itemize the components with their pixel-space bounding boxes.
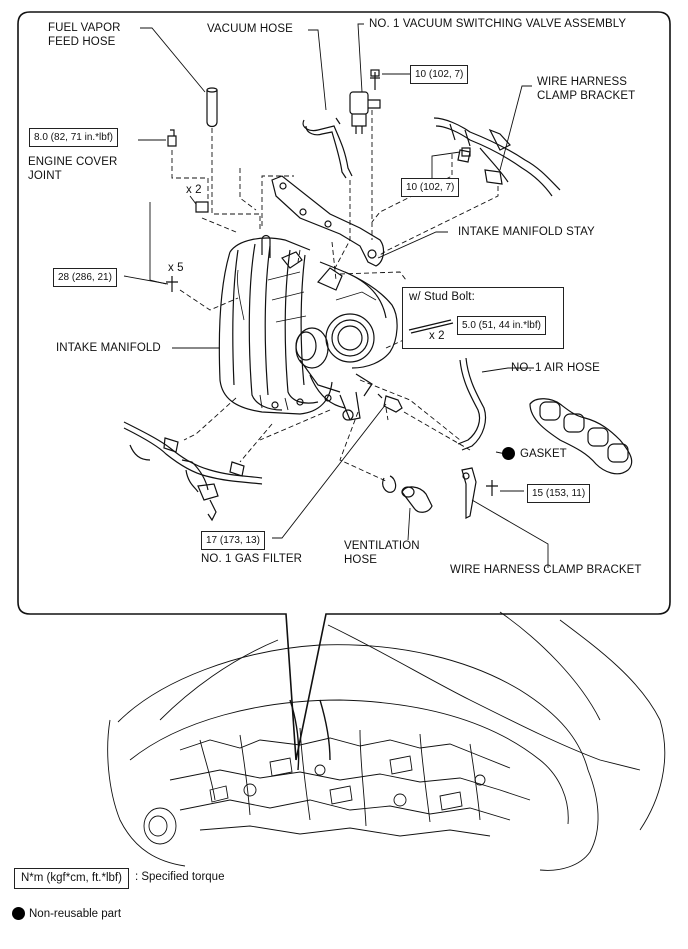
intake-manifold-stay-label: INTAKE MANIFOLD STAY xyxy=(458,226,595,238)
no1-air-hose-label: NO. 1 AIR HOSE xyxy=(511,362,600,374)
wire-harness-clamp-bracket-top-label: WIRE HARNESS CLAMP BRACKET xyxy=(537,76,636,102)
engine-cover-joint-label: ENGINE COVER JOINT xyxy=(28,156,118,182)
ventilation-hose-label: VENTILATION HOSE xyxy=(344,540,420,566)
intake-manifold-drawing xyxy=(218,234,398,421)
stud-bolt-label: w/ Stud Bolt: xyxy=(409,291,475,303)
qty-x2-top-label: x 2 xyxy=(186,184,202,196)
torque-manifold-bolts: 28 (286, 21) xyxy=(53,268,117,287)
non-reusable-legend-label: Non-reusable part xyxy=(29,907,122,920)
vacuum-hose-drawing xyxy=(302,117,353,179)
torque-legend-desc: : Specified torque xyxy=(134,870,225,883)
left-wire-harness-drawing xyxy=(123,421,263,522)
vsv-drawing xyxy=(349,69,381,134)
no1-gas-filter-label: NO. 1 GAS FILTER xyxy=(201,553,303,565)
torque-legend: N*m (kgf*cm, ft.*lbf) : Specified torque xyxy=(14,868,224,889)
torque-clamp-bracket-bottom: 15 (153, 11) xyxy=(527,484,591,503)
air-hose-drawing xyxy=(457,357,487,451)
bolts-drawing xyxy=(166,147,498,496)
torque-vsv: 10 (102, 7) xyxy=(410,65,469,84)
gasket-drawing xyxy=(529,398,633,475)
torque-stud-bolt: 5.0 (51, 44 in.*lbf) xyxy=(457,316,546,335)
torque-clamp-bracket-top: 10 (102, 7) xyxy=(401,178,460,197)
fuel-vapor-feed-hose-drawing xyxy=(206,87,218,128)
non-reusable-dot-icon xyxy=(502,447,515,460)
bottom-clamp-bracket-drawing xyxy=(461,467,477,519)
top-wire-harness-drawing xyxy=(433,117,561,197)
assembly-dashed-lines xyxy=(171,110,499,483)
wire-harness-clamp-bracket-bottom-label: WIRE HARNESS CLAMP BRACKET xyxy=(450,564,642,576)
torque-gas-filter: 17 (173, 13) xyxy=(201,531,265,550)
engine-bay-overview xyxy=(107,611,666,871)
torque-legend-unit: N*m (kgf*cm, ft.*lbf) xyxy=(14,868,129,889)
vacuum-hose-label: VACUUM HOSE xyxy=(207,23,293,35)
gas-filter-drawing xyxy=(377,393,403,413)
vsv-assembly-label: NO. 1 VACUUM SWITCHING VALVE ASSEMBLY xyxy=(369,18,627,30)
torque-engine-cover-joint: 8.0 (82, 71 in.*lbf) xyxy=(29,128,118,147)
stud-bolt-box: w/ Stud Bolt: x 2 5.0 (51, 44 in.*lbf) xyxy=(402,287,564,349)
stud-bolt-icon xyxy=(408,319,454,334)
qty-x5-label: x 5 xyxy=(168,262,184,274)
leader-lines xyxy=(123,23,549,568)
non-reusable-legend: Non-reusable part xyxy=(12,907,121,920)
gasket-label: GASKET xyxy=(520,447,567,460)
gasket-label-group: GASKET xyxy=(502,447,567,460)
intake-manifold-stay-drawing xyxy=(271,175,385,267)
callout-frame xyxy=(17,11,671,761)
engine-cover-joint-drawing xyxy=(167,129,177,147)
ventilation-hose-drawing xyxy=(382,475,433,513)
intake-manifold-label: INTAKE MANIFOLD xyxy=(56,342,161,354)
qty-x2-stud-label: x 2 xyxy=(429,330,445,342)
non-reusable-legend-dot-icon xyxy=(12,907,25,920)
fuel-vapor-feed-hose-label: FUEL VAPOR FEED HOSE xyxy=(48,22,121,48)
